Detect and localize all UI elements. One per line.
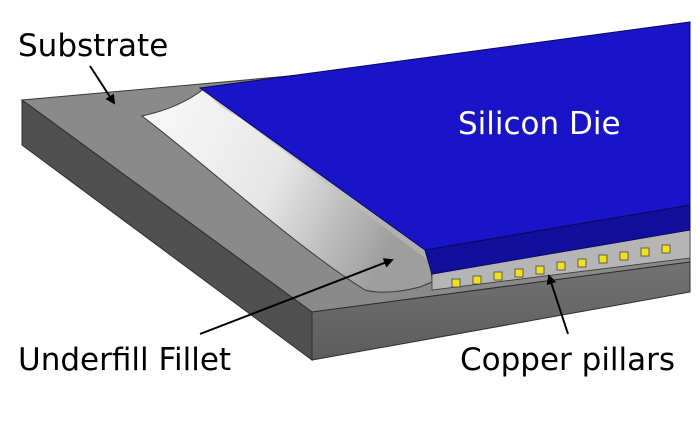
arrow-icon: [199, 258, 394, 335]
copper-pillar: [472, 275, 482, 285]
copper-pillars-label: Copper pillars: [460, 342, 675, 378]
underfill-fillet-label: Underfill Fillet: [18, 342, 231, 378]
copper-pillar: [451, 278, 461, 288]
copper-pillar: [556, 261, 566, 271]
silicon-die-label: Silicon Die: [458, 106, 621, 142]
copper-pillar-row: [451, 244, 671, 288]
arrow-icon: [546, 274, 569, 335]
substrate-front-side: [311, 261, 691, 361]
copper-pillar: [619, 251, 629, 261]
arrow-icon: [89, 65, 116, 105]
copper-pillar: [577, 258, 587, 268]
copper-pillar: [640, 247, 650, 257]
copper-pillar: [598, 254, 608, 264]
silicon-die-top: [198, 21, 691, 251]
copper-pillar: [493, 271, 503, 281]
copper-pillar: [661, 244, 671, 254]
underfill-fillet: [140, 87, 433, 293]
substrate-label: Substrate: [18, 28, 168, 64]
copper-pillar: [535, 265, 545, 275]
copper-pillar: [514, 268, 524, 278]
